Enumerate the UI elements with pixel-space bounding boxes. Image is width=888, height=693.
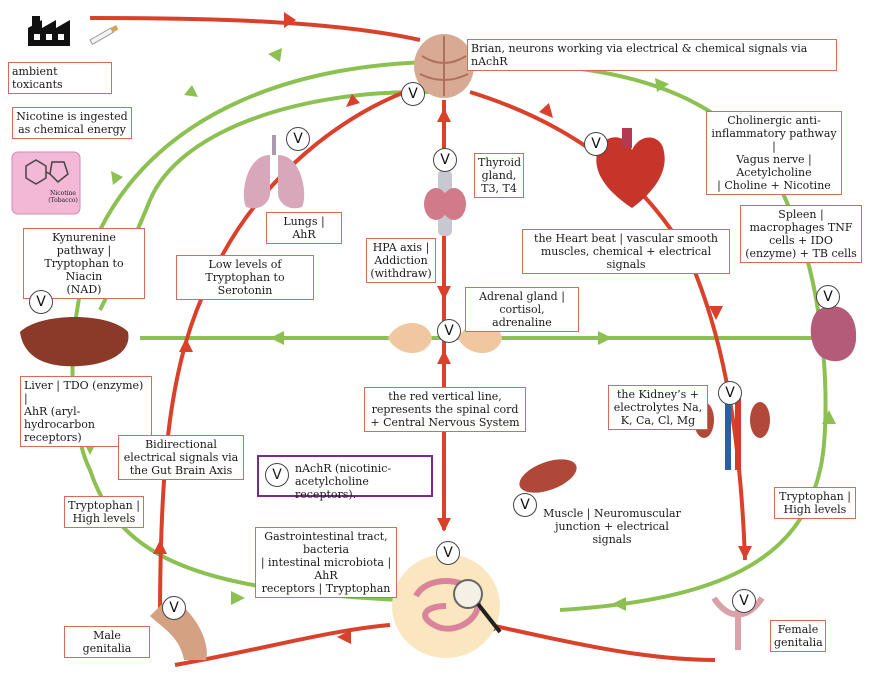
v-badge-heart: V xyxy=(584,132,608,156)
v-badge-brain: V xyxy=(401,82,425,106)
v-badge-gi: V xyxy=(436,541,460,565)
intestines-icon xyxy=(392,554,502,658)
red-arrow-10 xyxy=(179,338,193,352)
label-nicotine-tobacco: Nicotine (Tobacco) xyxy=(48,190,78,204)
label-nicotine-ingested: Nicotine is ingested as chemical energy xyxy=(12,107,132,139)
red-arrow-4 xyxy=(437,108,451,122)
v-badge-adrenal: V xyxy=(437,319,461,343)
label-hpa-axis: HPA axis | Addiction (withdraw) xyxy=(366,238,436,283)
label-female-genitalia: Female genitalia xyxy=(770,620,826,652)
label-lungs: Lungs | AhR xyxy=(266,212,342,244)
red-arrow-8 xyxy=(709,306,723,320)
green-arrow-8 xyxy=(822,410,836,424)
v-badge-male: V xyxy=(162,596,186,620)
liver-icon xyxy=(20,317,129,367)
heart-icon xyxy=(596,128,665,208)
label-spinal-cord: the red vertical line, represents the sp… xyxy=(364,387,526,432)
label-bidirectional: Bidirectional electrical signals via the… xyxy=(118,435,244,480)
cigarette-icon xyxy=(89,25,119,46)
legend-text: nAchR (nicotinic- acetylcholine receptor… xyxy=(295,462,392,501)
female-genitalia-icon xyxy=(711,596,765,650)
label-adrenal: Adrenal gland | cortisol, adrenaline xyxy=(465,287,579,332)
label-tryptophan-right: Tryptophan | High levels xyxy=(774,487,856,519)
green-arrow-2 xyxy=(655,78,669,92)
v-badge-spleen: V xyxy=(816,285,840,309)
label-tryptophan-left: Tryptophan | High levels xyxy=(64,496,144,528)
green-arrow-5 xyxy=(270,331,284,345)
label-spleen: Spleen | macrophages TNF cells + IDO (en… xyxy=(740,205,862,263)
label-brain: Brian, neurons working via electrical & … xyxy=(467,39,837,71)
green-arrow-1 xyxy=(268,48,282,62)
red-arrow-2 xyxy=(346,94,360,107)
green-arrow-10 xyxy=(612,597,626,611)
red-arrow-12 xyxy=(337,630,351,644)
v-badge-lungs: V xyxy=(286,127,310,151)
v-badge-muscle: V xyxy=(513,493,537,517)
red-top-ambient xyxy=(89,16,421,42)
label-kidney: the Kidney’s + electrolytes Na, K, Ca, C… xyxy=(608,385,708,430)
v-badge-kidney: V xyxy=(718,381,742,405)
red-arrow-7 xyxy=(437,518,451,532)
red-arrow-6 xyxy=(437,350,451,364)
red-arrow-5 xyxy=(437,286,451,300)
label-thyroid: Thyroid gland, T3, T4 xyxy=(474,153,524,198)
factory-icon xyxy=(28,16,70,46)
thyroid-icon xyxy=(424,170,466,236)
green-arrow-9 xyxy=(231,591,245,605)
label-heart: the Heart beat | vascular smooth muscles… xyxy=(522,229,730,274)
green-arrow-3 xyxy=(184,85,198,97)
red-arrow-1 xyxy=(284,12,296,28)
legend-nachr: V nAchR (nicotinic- acetylcholine recept… xyxy=(257,455,433,501)
v-badge-female: V xyxy=(732,589,756,613)
label-cholinergic: Cholinergic anti- inflammatory pathway |… xyxy=(706,111,842,195)
red-arrow-3 xyxy=(539,103,553,118)
label-male-genitalia: Male genitalia xyxy=(64,626,150,658)
v-badge-liver: V xyxy=(29,290,53,314)
label-gi-tract: Gastrointestinal tract, bacteria | intes… xyxy=(255,527,397,598)
red-arrow-9 xyxy=(738,546,752,560)
legend-v-symbol: V xyxy=(265,463,289,487)
label-ambient-toxicants: ambient toxicants xyxy=(8,62,112,94)
lungs-icon xyxy=(243,135,305,209)
nicotine-molecule-icon xyxy=(11,151,81,215)
label-low-tryptophan: Low levels of Tryptophan to Serotonin xyxy=(176,255,314,300)
label-muscle: Muscle | Neuromuscular junction + electr… xyxy=(536,505,688,548)
green-arrow-4 xyxy=(111,171,123,185)
muscle-icon xyxy=(519,459,577,493)
spleen-icon xyxy=(810,306,857,362)
brain-icon xyxy=(414,34,474,98)
red-arrow-11 xyxy=(153,540,167,554)
v-badge-thyroid: V xyxy=(433,148,457,172)
label-kynurenine: Kynurenine pathway | Tryptophan to Niaci… xyxy=(23,228,145,299)
green-arrow-6 xyxy=(598,331,612,345)
